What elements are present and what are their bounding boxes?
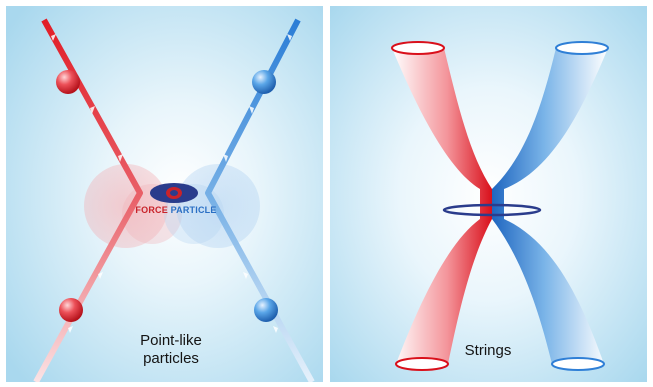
blue-arrow-mark: [273, 326, 278, 333]
blue-bottom-ring: [551, 357, 605, 371]
red-bottom-ring: [395, 357, 449, 371]
red-arrow-mark: [51, 34, 56, 41]
red-top-ring: [391, 41, 445, 55]
blue-particle-lower: [254, 298, 278, 322]
point-particles-panel: FORCE PARTICLE Point-like particles: [6, 6, 323, 382]
strings-caption: Strings: [464, 342, 512, 359]
point-particles-drawing: [6, 6, 323, 382]
red-interaction-cloud: [84, 164, 168, 248]
blue-arrow-mark: [287, 34, 292, 41]
force-particle-label: FORCE PARTICLE: [126, 205, 226, 215]
force-particle-center: [170, 190, 178, 196]
particle-word: PARTICLE: [170, 205, 217, 215]
blue-particle-upper: [252, 70, 276, 94]
strings-panel: Strings: [330, 6, 647, 382]
red-arrow-mark: [90, 106, 95, 114]
blue-arrow-mark: [249, 106, 254, 114]
blue-top-ring: [555, 41, 609, 55]
caption-line-1: Point-like: [140, 332, 202, 349]
caption-line-2: particles: [143, 350, 199, 367]
blue-arrow-mark: [243, 272, 248, 279]
red-string-tube: [392, 48, 492, 364]
force-word: FORCE: [135, 205, 168, 215]
blue-arrow-mark: [223, 154, 228, 162]
red-arrow-mark: [68, 326, 73, 333]
string-junction-ring: [442, 203, 542, 217]
red-arrow-mark: [118, 154, 123, 162]
blue-string-tube: [492, 48, 608, 364]
red-particle-upper: [56, 70, 80, 94]
point-like-caption: Point-like particles: [126, 332, 216, 368]
strings-drawing: [330, 6, 647, 382]
red-particle-lower: [59, 298, 83, 322]
red-arrow-mark: [98, 272, 103, 279]
